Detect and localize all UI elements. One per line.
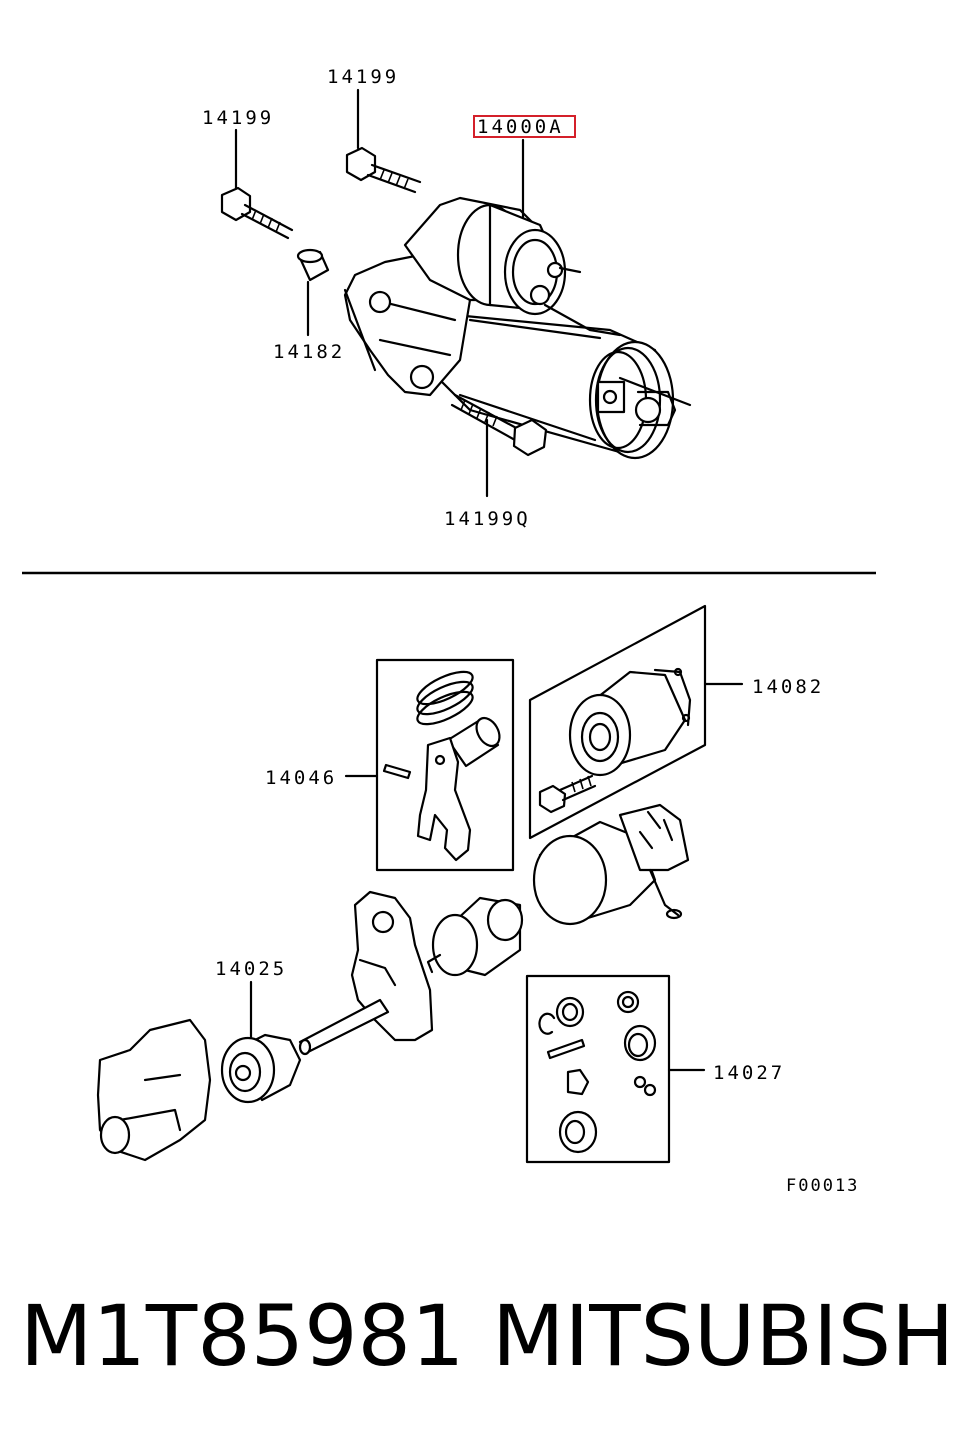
bolt-14199-left-illustration	[220, 186, 294, 240]
small-parts-kit-box	[525, 974, 671, 1164]
callout-14025: 14025	[215, 958, 287, 980]
lever-kit-illustration	[382, 670, 501, 862]
callout-14199-left: 14199	[202, 107, 274, 129]
front-housing-illustration	[96, 1018, 212, 1162]
callout-14000a[interactable]: 14000A	[477, 116, 564, 138]
shaft-illustration	[298, 998, 390, 1056]
lever-kit-box	[375, 658, 515, 872]
part-number-caption: M1T85981	[20, 1287, 464, 1385]
callout-14199-top: 14199	[327, 66, 399, 88]
starter-assembly-illustration	[343, 196, 692, 460]
yoke-illustration	[532, 803, 690, 926]
callout-14027: 14027	[713, 1062, 785, 1084]
solenoid-kit-box	[528, 604, 707, 840]
small-parts-illustration	[538, 990, 657, 1154]
callout-14182: 14182	[273, 341, 345, 363]
figure-code: F00013	[786, 1176, 859, 1196]
highlight-box	[473, 115, 576, 138]
leader-lines-upper	[234, 88, 525, 498]
callout-14199q: 14199Q	[444, 508, 531, 530]
callout-14082: 14082	[752, 676, 824, 698]
bolt-14199q-illustration	[450, 393, 548, 457]
bolt-14199-top-illustration	[345, 146, 422, 194]
callout-14046: 14046	[265, 767, 337, 789]
bushing-14182-illustration	[296, 248, 330, 282]
clutch-illustration	[426, 896, 524, 977]
pinion-illustration	[220, 1033, 302, 1104]
brand-caption: MITSUBISHI	[492, 1287, 960, 1385]
solenoid-kit-illustration	[538, 667, 692, 814]
